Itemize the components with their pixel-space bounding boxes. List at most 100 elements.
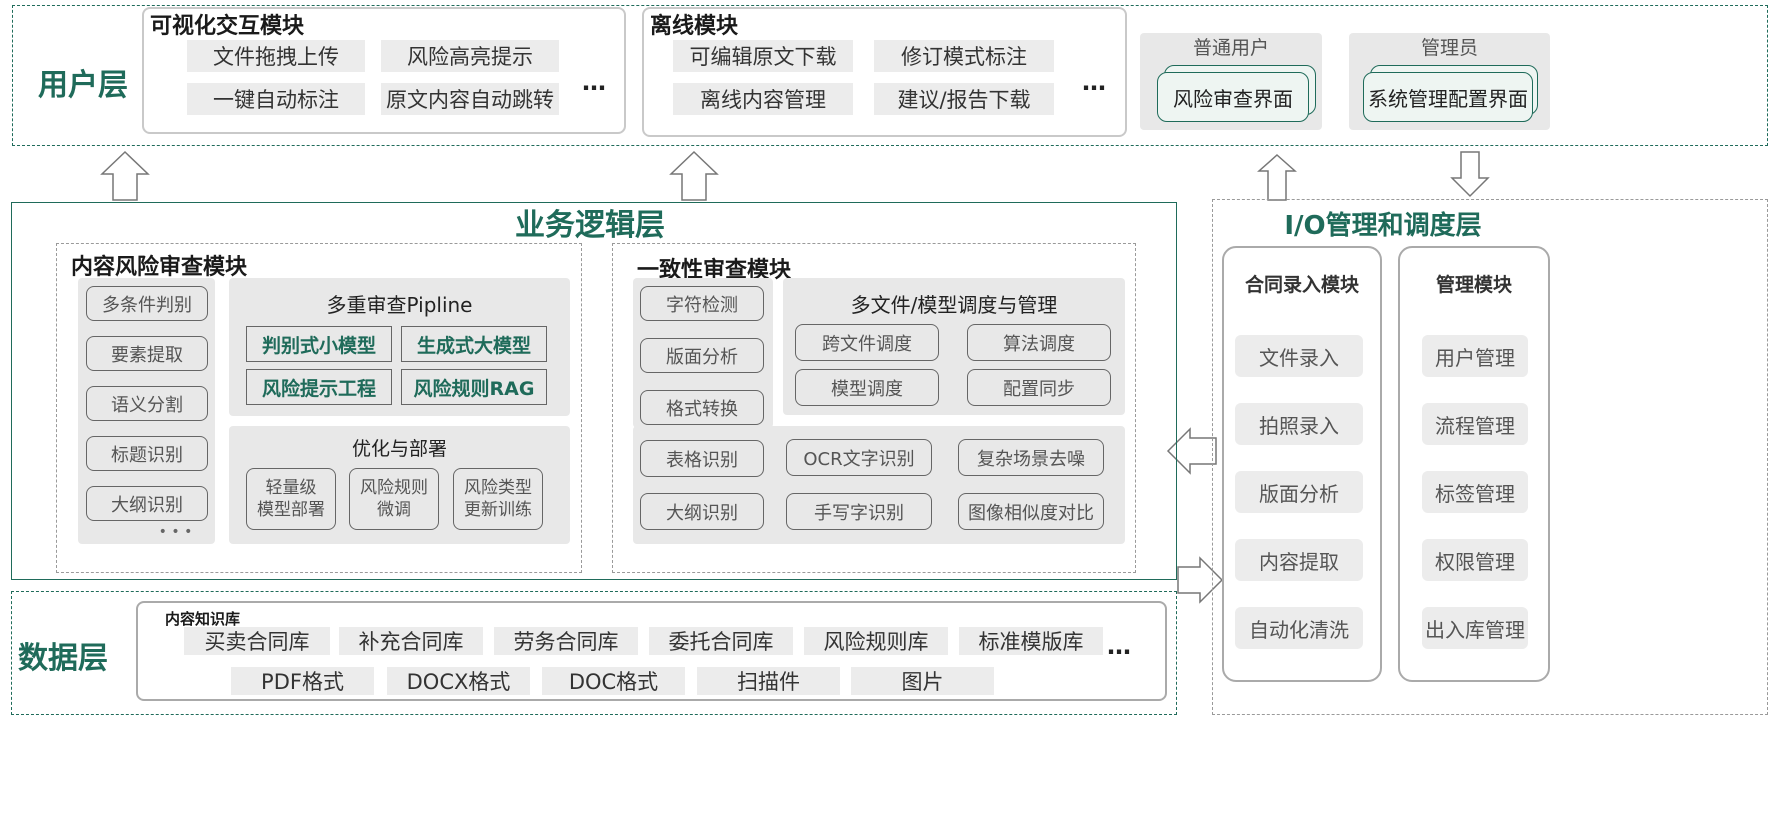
data-layer (11, 591, 1177, 715)
content-risk-module-title: 内容风险审查模块 (71, 255, 248, 280)
scheduling-panel (783, 278, 1125, 415)
item-tag-mgmt: 标签管理 (1422, 471, 1528, 513)
visual-module-title: 可视化交互模块 (150, 14, 305, 39)
kb-more: … (1107, 632, 1131, 660)
management-title: 管理模块 (1435, 273, 1512, 296)
item-offline-content: 离线内容管理 (673, 83, 853, 115)
right-arrow-io (1177, 556, 1224, 604)
risk-review-interface: 风险审查界面 (1157, 72, 1309, 122)
item-multi-condition: 多条件判别 (86, 286, 208, 321)
item-algo-sched: 算法调度 (967, 324, 1111, 361)
fmt-doc: DOC格式 (542, 667, 685, 695)
content-risk-left-panel (78, 278, 215, 544)
kb-labor-contract: 劳务合同库 (494, 627, 638, 655)
item-file-drag-upload: 文件拖拽上传 (187, 40, 365, 72)
content-risk-more: • • • (158, 524, 193, 540)
fmt-pdf: PDF格式 (231, 667, 374, 695)
item-element-extract: 要素提取 (86, 336, 208, 371)
item-lightweight-deploy: 轻量级 模型部署 (246, 468, 336, 530)
business-layer-title: 业务逻辑层 (515, 208, 665, 243)
fmt-image: 图片 (851, 667, 994, 695)
item-generative-model: 生成式大模型 (401, 326, 547, 362)
item-io-layout-analysis: 版面分析 (1235, 471, 1363, 513)
optimize-panel (229, 426, 570, 544)
user-layer (12, 5, 1768, 146)
down-arrow-right (1450, 151, 1490, 198)
item-ocr: OCR文字识别 (786, 439, 932, 476)
item-risk-highlight: 风险高亮提示 (381, 40, 559, 72)
item-risk-prompt: 风险提示工程 (246, 369, 392, 405)
io-layer-title: I/O管理和调度层 (1284, 210, 1482, 241)
item-risk-rule-finetune: 风险规则 微调 (349, 468, 439, 530)
item-risk-type-retrain: 风险类型 更新训练 (453, 468, 543, 530)
item-risk-rag: 风险规则RAG (401, 369, 547, 405)
item-image-similarity: 图像相似度对比 (958, 493, 1104, 530)
data-layer-title: 数据层 (18, 641, 108, 676)
visual-module-more: … (582, 68, 606, 96)
item-file-input: 文件录入 (1235, 335, 1363, 377)
io-layer (1212, 199, 1768, 715)
kb-standard-templates: 标准模版库 (959, 627, 1103, 655)
item-warehouse-mgmt: 出入库管理 (1422, 607, 1528, 649)
item-flow-mgmt: 流程管理 (1422, 403, 1528, 445)
business-layer (11, 202, 1177, 580)
item-original-jump: 原文内容自动跳转 (381, 83, 559, 115)
item-char-detect: 字符检测 (640, 286, 764, 321)
item-discriminative-model: 判别式小模型 (246, 326, 392, 362)
item-risk-rule-finetune-line1: 风险规则 (360, 478, 428, 498)
up-arrow-center (669, 150, 719, 201)
pipeline-title: 多重审查Pipline (326, 292, 473, 317)
item-format-convert: 格式转换 (640, 390, 764, 425)
item-risk-type-retrain-line1: 风险类型 (464, 478, 532, 498)
item-title-recog: 标题识别 (86, 436, 208, 471)
item-layout-analysis: 版面分析 (640, 338, 764, 373)
admin-label: 管理员 (1420, 36, 1478, 59)
item-outline-recog-2: 大纲识别 (640, 493, 764, 530)
item-semantic-seg: 语义分割 (86, 386, 208, 421)
fmt-docx: DOCX格式 (387, 667, 530, 695)
fmt-scan: 扫描件 (697, 667, 840, 695)
kb-risk-rules: 风险规则库 (804, 627, 948, 655)
offline-module-more: … (1082, 68, 1106, 96)
item-table-recog: 表格识别 (640, 440, 764, 477)
item-risk-rule-finetune-line2: 微调 (377, 500, 411, 520)
item-handwriting: 手写字识别 (786, 493, 932, 530)
item-lightweight-deploy-line2: 模型部署 (257, 500, 325, 520)
up-arrow-left (100, 150, 150, 201)
kb-sales-contract: 买卖合同库 (184, 627, 330, 655)
item-risk-type-retrain-line2: 更新训练 (464, 500, 532, 520)
item-content-extract: 内容提取 (1235, 539, 1363, 581)
item-permission-mgmt: 权限管理 (1422, 539, 1528, 581)
item-config-sync: 配置同步 (967, 369, 1111, 406)
item-denoise: 复杂场景去噪 (958, 439, 1104, 476)
item-user-mgmt: 用户管理 (1422, 335, 1528, 377)
item-lightweight-deploy-line1: 轻量级 (265, 478, 317, 498)
item-editable-download: 可编辑原文下载 (673, 40, 853, 72)
scheduling-title: 多文件/模型调度与管理 (850, 292, 1058, 317)
content-risk-module (56, 243, 582, 573)
user-layer-title: 用户层 (38, 68, 128, 103)
optimize-title: 优化与部署 (351, 437, 447, 460)
item-cross-file-sched: 跨文件调度 (795, 324, 939, 361)
offline-module (642, 7, 1127, 137)
consistency-bottom-panel (633, 426, 1125, 544)
consistency-left-panel (633, 278, 773, 428)
up-arrow-right (1257, 153, 1297, 201)
kb-entrust-contract: 委托合同库 (649, 627, 793, 655)
item-outline-recog: 大纲识别 (86, 486, 208, 521)
kb-supplement-contract: 补充合同库 (339, 627, 483, 655)
system-config-interface: 系统管理配置界面 (1363, 72, 1533, 122)
item-auto-clean: 自动化清洗 (1235, 607, 1363, 649)
normal-user-label: 普通用户 (1192, 36, 1269, 59)
item-model-sched: 模型调度 (795, 369, 939, 406)
item-photo-input: 拍照录入 (1235, 403, 1363, 445)
item-one-click-annotate: 一键自动标注 (187, 83, 365, 115)
knowledge-base-title: 内容知识库 (165, 610, 241, 628)
consistency-module (612, 243, 1136, 573)
item-report-download: 建议/报告下载 (874, 83, 1054, 115)
contract-input-title: 合同录入模块 (1244, 273, 1359, 296)
item-revision-annotate: 修订模式标注 (874, 40, 1054, 72)
left-arrow-io (1166, 427, 1217, 475)
offline-module-title: 离线模块 (650, 14, 739, 39)
